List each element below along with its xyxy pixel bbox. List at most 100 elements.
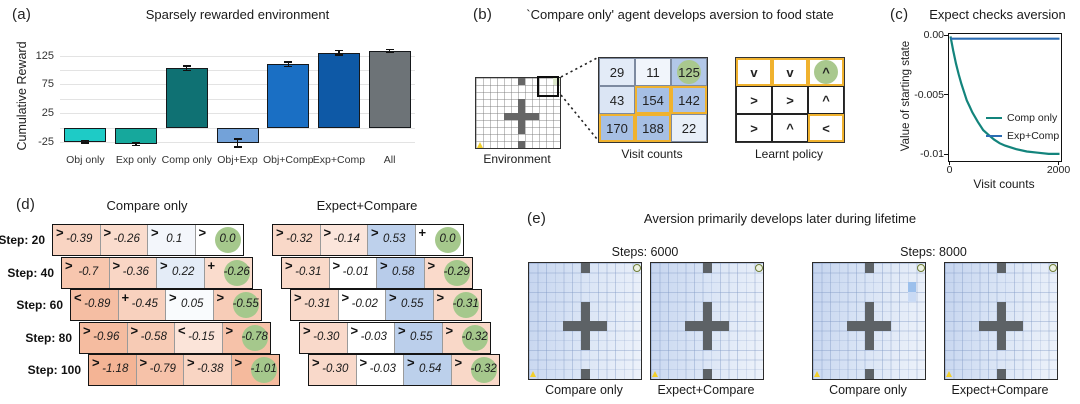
y-tick-label: 25 [41,107,54,120]
wall-cell [979,321,989,331]
wall-cell [702,263,712,273]
value-row: Step: 40>-0.7>-0.36>0.22+-0.26 [7,256,253,289]
visit-count-value: 11 [646,64,660,80]
visit-count-value: 125 [678,64,700,80]
learnt-policy-caption: Learnt policy [754,147,824,161]
action-arrow: > [380,257,388,273]
wall-cell [597,321,607,331]
visit-count-value: 22 [681,120,697,136]
wall-cell [518,127,525,134]
environment-grid [475,77,561,149]
policy-cell: ^ [808,86,844,114]
line-chart [948,33,1062,162]
wall-cell [996,340,1006,351]
wall-cell [864,369,874,380]
wall-cell [504,113,511,120]
steps-8000-label: Steps: 8000 [900,245,967,259]
policy-arrow: > [750,92,758,108]
state-value: -0.31 [304,298,331,310]
gridline [60,70,415,71]
action-arrow: > [187,355,195,370]
action-arrow: + [121,290,130,305]
series-comp-only [949,36,1060,156]
policy-cell: ^ [772,114,808,142]
value-cell: >-0.79 [136,355,184,385]
x-tick-label: 0 [946,164,953,176]
action-arrow: > [445,322,454,338]
state-value: 0.58 [392,265,415,278]
state-value: -0.55 [232,298,259,310]
action-arrow: > [151,225,159,240]
zoom-box [537,76,559,97]
wall-cell [1005,321,1015,331]
value-cell: >-0.03 [347,322,395,353]
error-bar [338,50,340,55]
goal-state-circle [471,357,497,383]
wall-cell [996,263,1006,273]
visit-count-cell: 154 [635,86,671,114]
grid-caption: Expect+Compare [657,383,755,397]
value-cell: >-0.58 [127,322,175,353]
action-arrow: > [92,355,100,370]
y-tick-mark [944,153,948,155]
value-cell: >-0.30 [300,322,348,353]
value-cell: >0.05 [166,290,214,320]
wall-cell [580,263,590,273]
panel-d-right-title: Expect+Compare [316,198,418,213]
value-cell: >-0.03 [356,355,404,385]
gridline [60,98,415,100]
step-label: Step: 80 [25,330,72,345]
value-cell: >-0.55 [213,290,261,320]
state-value: -0.38 [197,363,224,375]
y-tick-label: -25 [38,136,54,149]
bar [267,64,310,128]
policy-arrow: ^ [822,92,830,108]
value-cell: +0.0 [415,225,463,255]
value-cell: >-0.78 [222,322,270,353]
value-cell: >-0.32 [273,225,321,255]
wall-cell [996,311,1006,322]
action-arrow: > [407,355,415,370]
reward-circle-icon [755,264,764,272]
state-value: 0.1 [166,233,183,245]
policy-arrow: > [750,120,758,136]
steps-6000-label: Steps: 6000 [611,245,679,259]
wall-cell [702,330,712,341]
wall-cell [518,78,525,85]
start-state-triangle-icon [530,371,536,378]
start-state-triangle-icon [476,142,483,148]
wall-cell [996,321,1006,331]
state-value: -0.26 [223,265,250,278]
value-cell: >-0.31 [291,290,339,320]
panel-e-label: (e) [527,210,547,227]
wall-cell [518,99,525,106]
state-value: -0.78 [241,330,268,343]
value-row: >-0.31>-0.02>0.55>-0.31 [290,289,482,321]
action-arrow: > [303,322,311,338]
gridline [60,84,415,86]
value-cell: >0.0 [195,225,243,255]
x-tick-mark [1058,160,1060,165]
value-cell: >-0.32 [442,322,490,353]
action-arrow: > [312,355,320,370]
panel-a-title: Sparsely rewarded environment [145,7,330,22]
visit-count-value: 142 [678,92,700,108]
state-value: -0.31 [295,265,322,278]
state-value: 0.0 [439,233,456,245]
wall-cell [864,263,874,273]
value-cell: >-0.30 [309,355,357,385]
value-cell: >0.22 [157,257,205,288]
wall-cell [881,321,891,331]
goal-state-circle [435,227,461,253]
category-label: All [383,154,396,166]
wall-cell [518,113,525,120]
step-label: Step: 20 [0,233,45,247]
error-bar-cap [385,48,394,50]
wall-cell [580,311,590,322]
wall-cell [719,321,729,331]
value-cell: >-0.14 [320,225,368,255]
gridworld-6000-compare-only [528,262,642,380]
goal-state-circle [224,259,250,286]
state-value: -0.29 [443,265,470,278]
wall-cell [988,321,997,331]
